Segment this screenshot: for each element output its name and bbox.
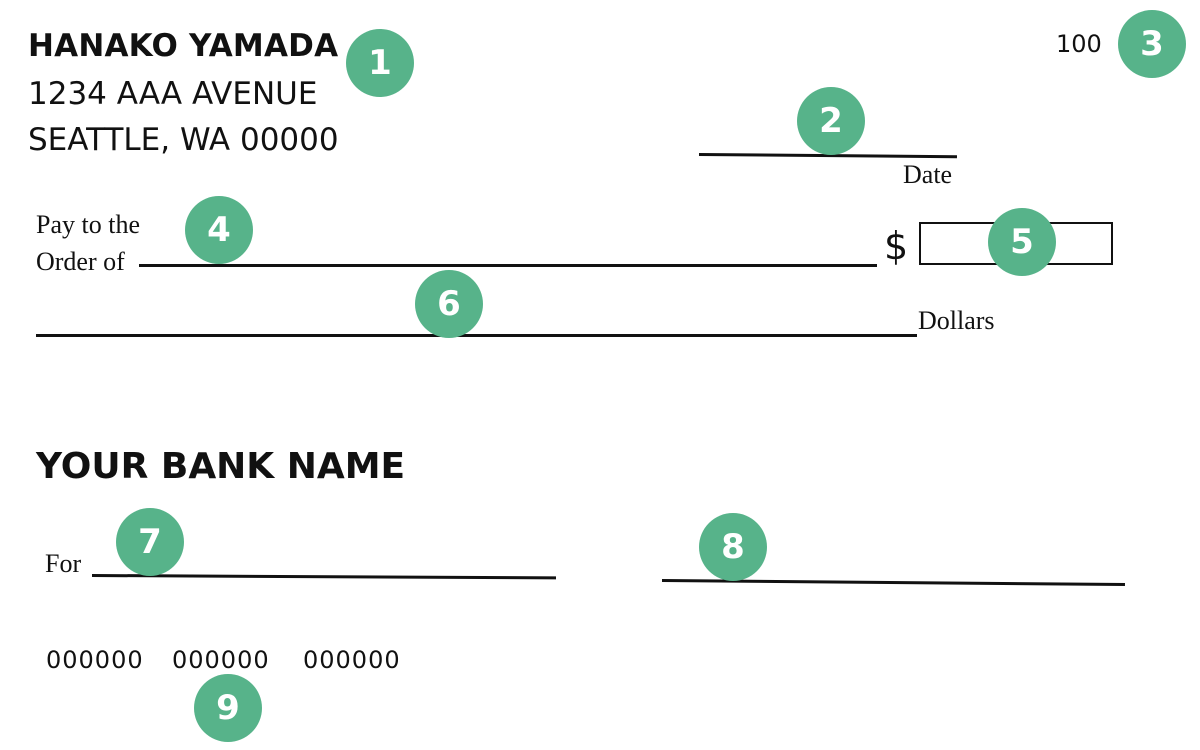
callout-badge-2: 2	[797, 87, 865, 155]
written-amount-line[interactable]	[36, 334, 917, 337]
memo-label: For	[45, 549, 82, 578]
pay-to-label-line2: Order of	[36, 247, 125, 276]
callout-badge-6: 6	[415, 270, 483, 338]
callout-badge-3: 3	[1118, 10, 1186, 78]
callout-badge-7: 7	[116, 508, 184, 576]
callout-badge-4: 4	[185, 196, 253, 264]
micr-account-number: 000000	[172, 646, 270, 674]
callout-badge-1: 1	[346, 29, 414, 97]
date-label: Date	[903, 160, 953, 189]
payee-line[interactable]	[139, 264, 877, 267]
bank-name: YOUR BANK NAME	[36, 446, 406, 487]
dollar-sign: $	[884, 224, 909, 268]
dollars-label: Dollars	[918, 306, 995, 335]
micr-check-number: 000000	[303, 646, 401, 674]
owner-city: SEATTLE, WA 00000	[28, 122, 339, 158]
owner-name: HANAKO YAMADA	[28, 28, 339, 64]
pay-to-label: Pay to the Order of	[36, 206, 140, 280]
callout-badge-9: 9	[194, 674, 262, 742]
callout-badge-5: 5	[988, 208, 1056, 276]
owner-street: 1234 AAA AVENUE	[28, 76, 318, 112]
memo-line[interactable]	[91, 574, 557, 580]
check-number: 100	[1056, 30, 1102, 58]
micr-routing-number: 000000	[46, 646, 144, 674]
callout-badge-8: 8	[699, 513, 767, 581]
pay-to-label-line1: Pay to the	[36, 210, 140, 239]
